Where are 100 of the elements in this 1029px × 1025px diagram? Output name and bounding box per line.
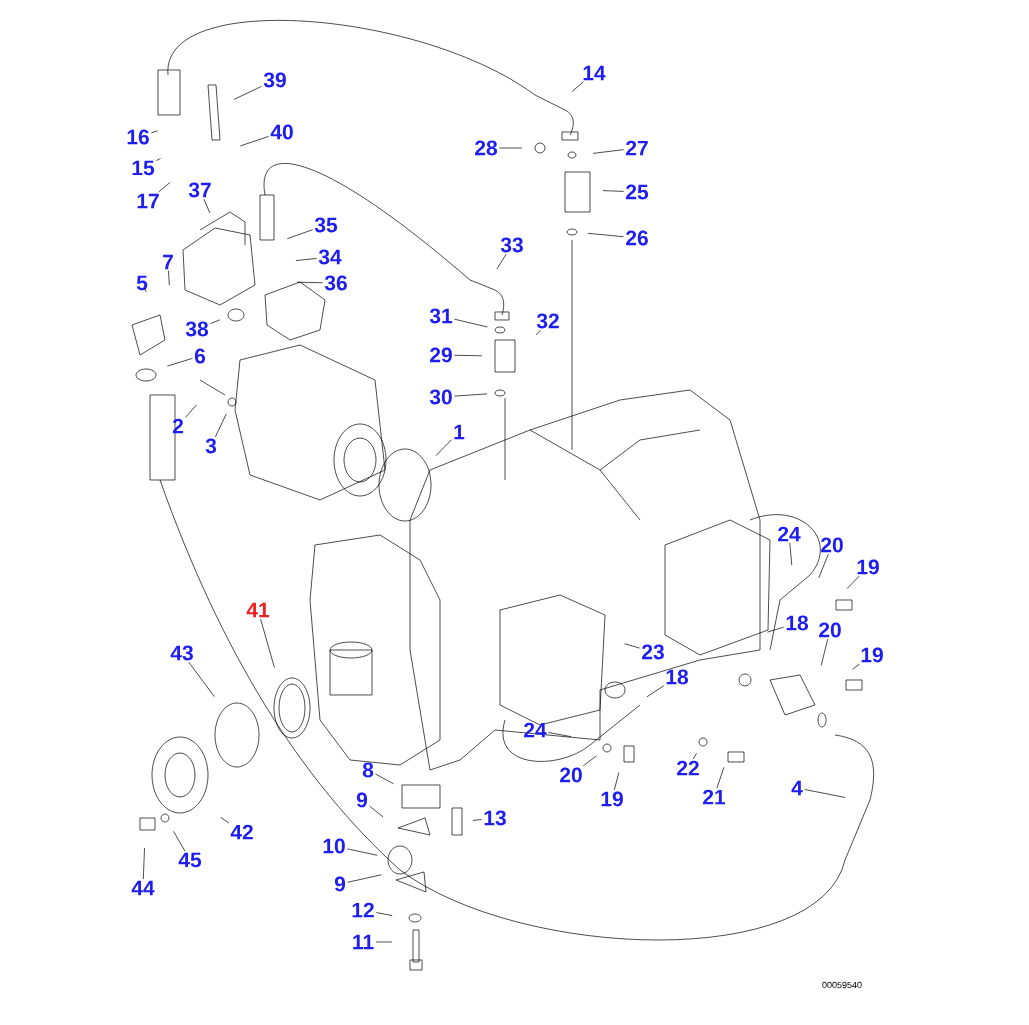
leader-line xyxy=(535,329,541,336)
callout-number: 42 xyxy=(230,824,253,840)
leader-line xyxy=(587,232,624,238)
leader-line xyxy=(435,439,452,457)
callout-number: 24 xyxy=(778,526,801,542)
callout-number: 34 xyxy=(318,249,342,265)
leader-line xyxy=(347,874,382,883)
leader-line xyxy=(472,819,482,821)
leader-line xyxy=(168,270,170,286)
callout-number: 14 xyxy=(583,65,606,81)
callout-number: 20 xyxy=(821,537,843,553)
callout-number: 16 xyxy=(127,129,149,145)
callout-number: 17 xyxy=(137,193,159,209)
callout-number: 28 xyxy=(475,140,498,156)
callout-number: 5 xyxy=(136,275,148,291)
callout-number: 20 xyxy=(819,622,841,638)
callout-number: 41 xyxy=(246,602,270,618)
leader-line xyxy=(804,789,846,798)
callout-number: 37 xyxy=(188,182,211,198)
leader-line xyxy=(624,643,640,649)
leader-line xyxy=(454,354,483,357)
callout-number: 20 xyxy=(560,767,582,783)
leader-line xyxy=(818,553,829,579)
leader-line xyxy=(499,147,523,149)
leader-line xyxy=(496,253,507,270)
callout-number: 11 xyxy=(353,934,374,950)
leader-line xyxy=(548,732,572,738)
callout-number: 19 xyxy=(601,791,623,807)
callout-number: 27 xyxy=(626,140,648,156)
callout-number: 44 xyxy=(131,880,155,896)
leader-line xyxy=(602,190,624,192)
leader-line xyxy=(295,258,317,261)
callout-number: 18 xyxy=(666,669,689,685)
leader-line xyxy=(692,752,697,760)
callout-number: 8 xyxy=(362,762,374,778)
leader-line xyxy=(167,357,193,367)
leader-line xyxy=(375,941,393,943)
leader-line xyxy=(203,198,211,214)
callout-number: 12 xyxy=(352,902,374,918)
callout-number: 43 xyxy=(170,645,193,661)
callout-number: 21 xyxy=(703,789,726,805)
leader-line xyxy=(210,319,221,324)
leader-line xyxy=(286,229,313,240)
callout-number: 4 xyxy=(791,780,803,796)
leader-line xyxy=(789,542,793,566)
leader-line xyxy=(820,638,829,666)
leader-line xyxy=(188,661,215,697)
callout-number: 40 xyxy=(270,124,293,140)
leader-line xyxy=(846,575,860,590)
leader-line xyxy=(239,136,269,147)
callout-number: 24 xyxy=(524,722,547,738)
leader-line xyxy=(260,618,275,668)
leader-line xyxy=(454,393,488,397)
leader-line xyxy=(852,663,860,670)
leader-line xyxy=(375,773,394,785)
callout-number: 19 xyxy=(861,647,883,663)
callout-number: 2 xyxy=(172,418,183,434)
leader-line xyxy=(158,182,171,193)
callout-number: 15 xyxy=(132,160,155,176)
callout-number: 25 xyxy=(626,184,649,200)
leader-line xyxy=(296,281,323,284)
callout-number: 26 xyxy=(626,230,648,246)
leader-line xyxy=(151,130,158,134)
leader-line xyxy=(614,772,620,791)
callout-number: 18 xyxy=(786,615,809,631)
callout-number: 22 xyxy=(677,760,699,776)
callout-number: 9 xyxy=(334,876,346,892)
leader-line xyxy=(454,318,488,328)
leader-line xyxy=(369,805,384,818)
drawing-number: 00059540 xyxy=(822,981,862,989)
leader-line xyxy=(646,685,664,698)
leader-line xyxy=(571,81,584,92)
callout-number: 31 xyxy=(429,308,453,324)
leader-line xyxy=(376,912,393,916)
callout-number: 23 xyxy=(642,644,664,660)
leader-line xyxy=(592,149,624,154)
leader-line xyxy=(156,157,161,161)
leader-line xyxy=(185,404,197,418)
leader-line xyxy=(144,287,147,293)
callout-number: 36 xyxy=(324,275,347,291)
callout-number: 13 xyxy=(484,810,506,826)
callout-number: 45 xyxy=(178,852,202,868)
callout-number: 32 xyxy=(536,313,559,329)
callout-number: 33 xyxy=(500,237,523,253)
callout-number: 1 xyxy=(454,424,465,440)
leader-line xyxy=(143,847,145,880)
callout-number: 35 xyxy=(314,217,338,233)
callout-number: 38 xyxy=(185,321,209,337)
callout-number: 10 xyxy=(323,838,345,854)
callout-number: 9 xyxy=(356,792,368,808)
leader-line xyxy=(220,817,230,824)
leader-line xyxy=(582,755,597,767)
leader-line xyxy=(767,626,784,633)
callout-number: 39 xyxy=(263,72,286,88)
callout-number: 3 xyxy=(205,438,217,454)
leader-line xyxy=(173,830,186,852)
callout-number: 7 xyxy=(163,254,173,270)
leader-line xyxy=(347,848,378,856)
callout-number: 6 xyxy=(194,348,206,364)
callout-number: 29 xyxy=(430,347,452,363)
